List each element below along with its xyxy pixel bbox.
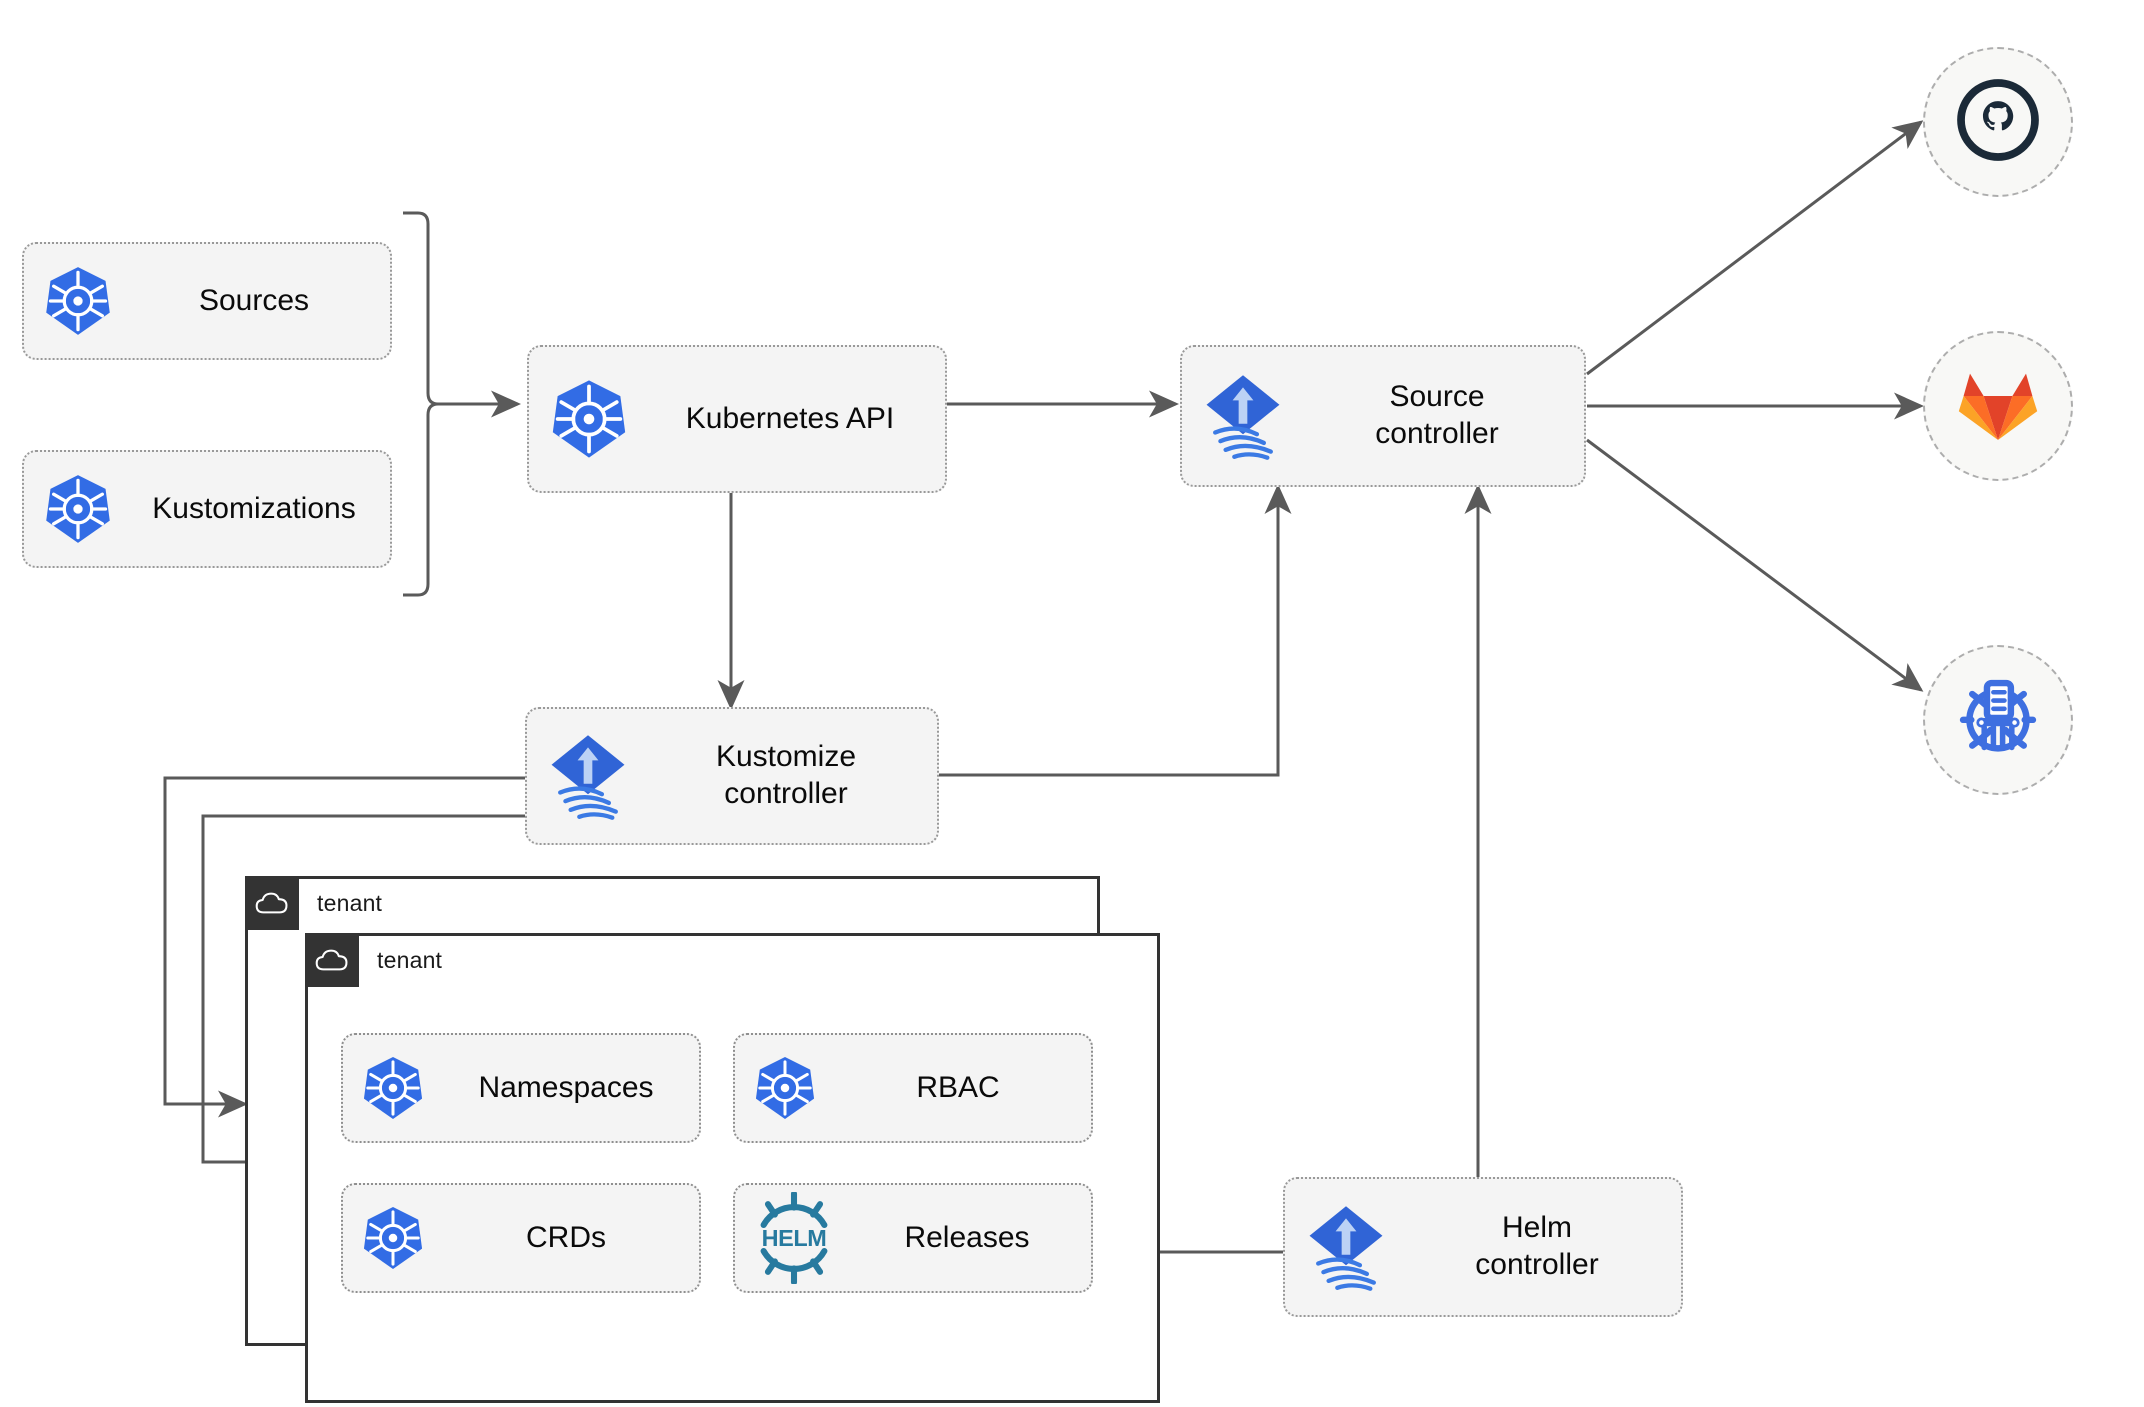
flux-icon	[1182, 370, 1304, 462]
kubernetes-icon	[24, 265, 132, 337]
provider-github[interactable]	[1923, 47, 2073, 197]
tenant-resource-rbac[interactable]: RBAC	[733, 1033, 1093, 1143]
node-source-controller[interactable]: Source controller	[1180, 345, 1586, 487]
tenant-title-bar: tenant	[245, 876, 382, 930]
cloud-icon	[305, 933, 359, 987]
provider-gitlab[interactable]	[1923, 331, 2073, 481]
chip-label: Releases	[904, 1221, 1030, 1254]
resource-label: Sources	[198, 283, 310, 317]
tenant-frame-front: tenant	[305, 933, 1160, 1403]
resource-card-kustomizations[interactable]: Kustomizations	[22, 450, 392, 568]
helm-icon: HELM	[735, 1192, 853, 1284]
tenant-label: tenant	[317, 889, 383, 916]
tenant-resource-releases[interactable]: HELM Releases	[733, 1183, 1093, 1293]
kubernetes-icon	[343, 1205, 443, 1271]
github-icon	[1955, 77, 2041, 168]
tenant-label: tenant	[377, 946, 443, 973]
node-kubernetes-api[interactable]: Kubernetes API	[527, 345, 947, 493]
tenant-resource-namespaces[interactable]: Namespaces	[341, 1033, 701, 1143]
chip-label: Namespaces	[478, 1071, 654, 1104]
kubernetes-icon	[24, 473, 132, 545]
provider-helm-registry[interactable]	[1923, 645, 2073, 795]
resource-card-sources[interactable]: Sources	[22, 242, 392, 360]
node-label: Source controller	[1375, 380, 1499, 450]
node-label: Kubernetes API	[685, 401, 895, 435]
tenant-resource-crds[interactable]: CRDs	[341, 1183, 701, 1293]
node-label: Kustomize controller	[715, 740, 857, 810]
chip-label: RBAC	[916, 1071, 1000, 1104]
chip-label: CRDs	[526, 1221, 606, 1254]
flux-icon	[527, 730, 649, 822]
node-helm-controller[interactable]: Helm controller	[1283, 1177, 1683, 1317]
gitlab-icon	[1958, 366, 2038, 447]
kubernetes-icon	[529, 378, 649, 460]
helm-registry-icon	[1952, 672, 2044, 769]
svg-text:HELM: HELM	[762, 1225, 827, 1251]
cloud-icon	[245, 876, 299, 930]
node-kustomize-controller[interactable]: Kustomize controller	[525, 707, 939, 845]
node-label: Helm controller	[1475, 1211, 1599, 1281]
flux-icon	[1285, 1201, 1407, 1293]
resource-label: Kustomizations	[152, 491, 356, 525]
kubernetes-icon	[343, 1055, 443, 1121]
kubernetes-icon	[735, 1055, 835, 1121]
tenant-title-bar: tenant	[305, 933, 442, 987]
